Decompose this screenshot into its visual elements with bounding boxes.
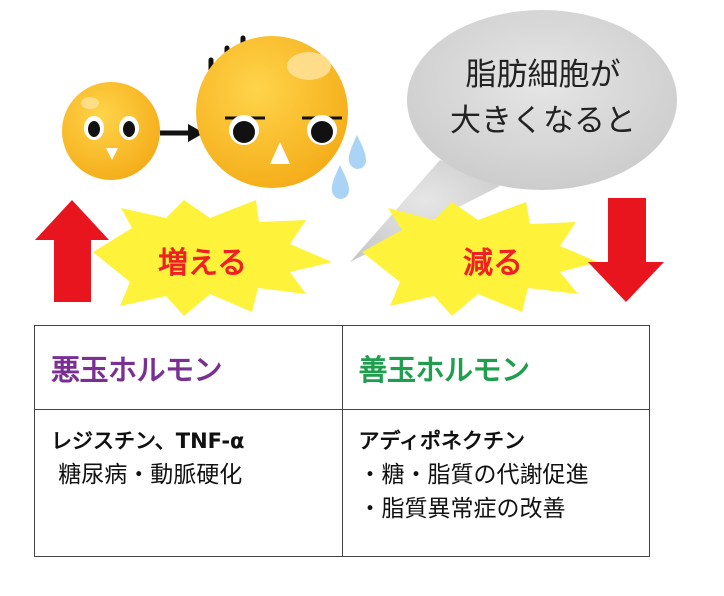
good-hormone-body: アディポネクチン ・糖・脂質の代謝促進 ・脂質異常症の改善 — [343, 410, 650, 526]
bad-hormone-names: レジスチン、TNF-α — [51, 429, 245, 453]
bad-hormone-header: 悪玉ホルモン — [35, 326, 342, 410]
illustration — [35, 10, 677, 316]
speech-bubble-line-1: 脂肪細胞が — [465, 57, 621, 93]
increase-label: 増える — [158, 246, 248, 281]
speech-bubble-tail — [350, 160, 500, 262]
hormone-table: 悪玉ホルモン レジスチン、TNF-α 糖尿病・動脈硬化 善玉ホルモン アディポネ… — [34, 325, 650, 557]
good-hormone-header: 善玉ホルモン — [342, 326, 649, 410]
growth-arrow-icon — [160, 124, 204, 142]
bad-hormone-effect: 糖尿病・動脈硬化 — [51, 462, 243, 488]
good-hormone-effect-1: ・糖・脂質の代謝促進 — [358, 462, 589, 488]
speech-bubble-line-2: 大きくなると — [450, 103, 636, 139]
small-face-icon — [62, 82, 160, 180]
up-arrow-icon — [35, 200, 109, 302]
big-face-icon — [196, 36, 348, 188]
decrease-label: 減る — [463, 246, 523, 281]
good-hormone-name: アディポネクチン — [358, 429, 526, 453]
bad-hormone-column: 悪玉ホルモン レジスチン、TNF-α 糖尿病・動脈硬化 — [35, 326, 342, 556]
speech-bubble-text: 脂肪細胞が 大きくなると — [438, 52, 648, 144]
speech-bubble-body — [407, 10, 677, 190]
good-hormone-column: 善玉ホルモン アディポネクチン ・糖・脂質の代謝促進 ・脂質異常症の改善 — [341, 326, 650, 556]
sweat-drop-icon — [331, 135, 366, 199]
down-arrow-icon — [588, 198, 664, 302]
bad-hormone-body: レジスチン、TNF-α 糖尿病・動脈硬化 — [35, 410, 342, 492]
speech-bubble — [350, 10, 677, 262]
good-hormone-effect-2: ・脂質異常症の改善 — [358, 496, 566, 522]
left-starburst-shape — [93, 200, 332, 316]
right-starburst-shape — [362, 202, 598, 316]
